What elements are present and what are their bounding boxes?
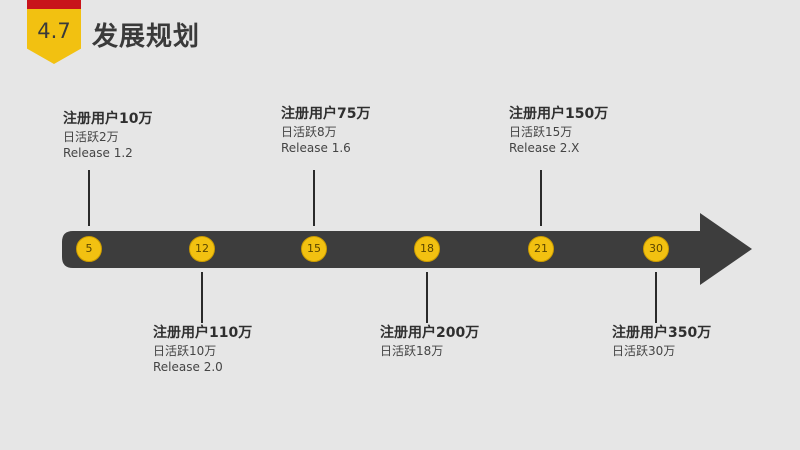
milestone-marker: 21 xyxy=(528,236,554,262)
milestone-text: 注册用户10万日活跃2万 Release 1.2 xyxy=(63,110,152,161)
milestone-marker: 12 xyxy=(189,236,215,262)
milestone-marker: 18 xyxy=(414,236,440,262)
milestone-marker: 30 xyxy=(643,236,669,262)
section-number: 4.7 xyxy=(37,19,71,43)
page-title: 发展规划 xyxy=(92,22,201,52)
milestone-title: 注册用户110万 xyxy=(153,325,253,341)
milestone-text: 注册用户110万日活跃10万 Release 2.0 xyxy=(153,324,252,375)
milestone-detail: Release 1.6 xyxy=(281,141,351,155)
milestone-title: 注册用户200万 xyxy=(380,325,480,341)
milestone-connector xyxy=(201,272,203,323)
milestone-text: 注册用户150万日活跃15万 Release 2.X xyxy=(509,105,608,156)
milestone-detail: Release 2.X xyxy=(509,141,580,155)
milestone-detail: Release 2.0 xyxy=(153,360,223,374)
milestone-connector xyxy=(655,272,657,323)
milestone-detail: 日活跃30万 xyxy=(612,344,676,358)
milestone-marker: 15 xyxy=(301,236,327,262)
milestone-title: 注册用户75万 xyxy=(281,106,371,122)
milestone-marker: 5 xyxy=(76,236,102,262)
milestone-connector xyxy=(313,170,315,226)
milestone-text: 注册用户75万日活跃8万 Release 1.6 xyxy=(281,105,370,156)
timeline-arrow-shape xyxy=(62,213,752,285)
milestone-detail: 日活跃8万 xyxy=(281,125,337,139)
milestone-connector xyxy=(426,272,428,323)
milestone-detail: 日活跃2万 xyxy=(63,130,119,144)
milestone-text: 注册用户200万日活跃18万 xyxy=(380,324,479,359)
milestone-detail: 日活跃18万 xyxy=(380,344,444,358)
milestone-title: 注册用户10万 xyxy=(63,111,153,127)
milestone-detail: 日活跃15万 xyxy=(509,125,573,139)
milestone-connector xyxy=(540,170,542,226)
milestone-detail: 日活跃10万 xyxy=(153,344,217,358)
milestone-detail: Release 1.2 xyxy=(63,146,133,160)
milestone-title: 注册用户150万 xyxy=(509,106,609,122)
milestone-connector xyxy=(88,170,90,226)
header-red-bar xyxy=(27,0,81,9)
milestone-text: 注册用户350万日活跃30万 xyxy=(612,324,711,359)
milestone-title: 注册用户350万 xyxy=(612,325,712,341)
